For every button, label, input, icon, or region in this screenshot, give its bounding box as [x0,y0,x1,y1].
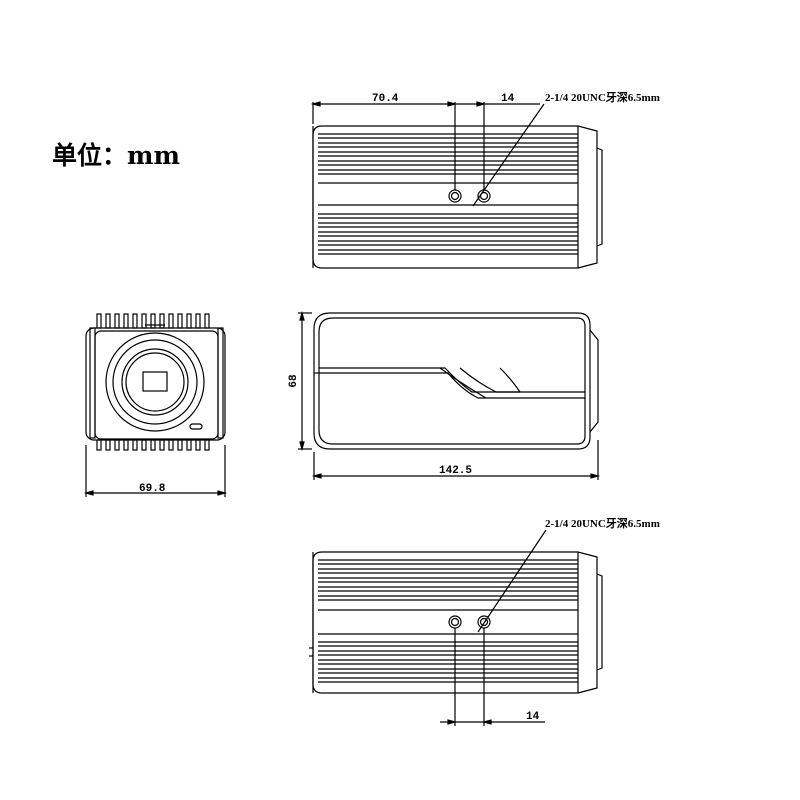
fin-tooth [141,313,147,329]
fin-tooth [186,313,192,329]
fin-tooth [177,313,183,329]
front-view-dim-width: 69.8 [139,483,166,495]
fin-tooth [159,313,165,329]
fin-tooth [123,439,129,451]
fin-tooth [204,439,210,451]
bottom-view-mount-hole-left [448,615,462,629]
fin-tooth [96,439,102,451]
front-view-bottom-fins [96,439,210,451]
front-view-sensor [142,371,168,392]
fin-tooth [105,313,111,329]
fin-tooth [168,439,174,451]
side-view-dim-length: 142.5 [439,465,472,477]
fin-tooth [177,439,183,451]
fin-tooth [114,313,120,329]
bottom-view-thread-note: 2-1/4 20UNC牙深6.5mm [545,516,660,530]
fin-tooth [204,313,210,329]
top-view-cooling-fins [318,133,578,255]
fin-tooth [159,439,165,451]
bottom-view-dim-hole-spacing: 14 [526,711,540,723]
front-view [83,313,228,497]
top-view-dim-hole-spacing: 14 [501,93,515,105]
fin-tooth [96,313,102,329]
fin-tooth [186,439,192,451]
fin-tooth [195,439,201,451]
bottom-view-cooling-fins [318,559,578,683]
top-view-mount-hole-left [448,189,462,203]
top-view-thread-note: 2-1/4 20UNC牙深6.5mm [545,90,660,104]
fin-tooth [168,313,174,329]
bottom-view [309,529,603,726]
top-view [310,101,603,269]
front-view-housing [85,327,226,441]
fin-tooth [141,439,147,451]
fin-tooth [132,439,138,451]
fin-tooth [150,313,156,329]
fin-tooth [195,313,201,329]
side-view [298,310,601,480]
fin-tooth [150,439,156,451]
fin-tooth [105,439,111,451]
front-view-lens-outer [105,332,205,432]
side-view-dim-height: 68 [288,374,300,388]
unit-label: 单位：mm [52,141,180,170]
side-view-body-outline [313,312,591,450]
fin-tooth [114,439,120,451]
front-view-indicator [189,423,203,430]
front-view-lens-ring [121,348,189,416]
top-view-dim-length-to-hole: 70.4 [372,93,399,105]
front-view-top-fins [96,313,210,329]
fin-tooth [123,313,129,329]
fin-tooth [132,313,138,329]
